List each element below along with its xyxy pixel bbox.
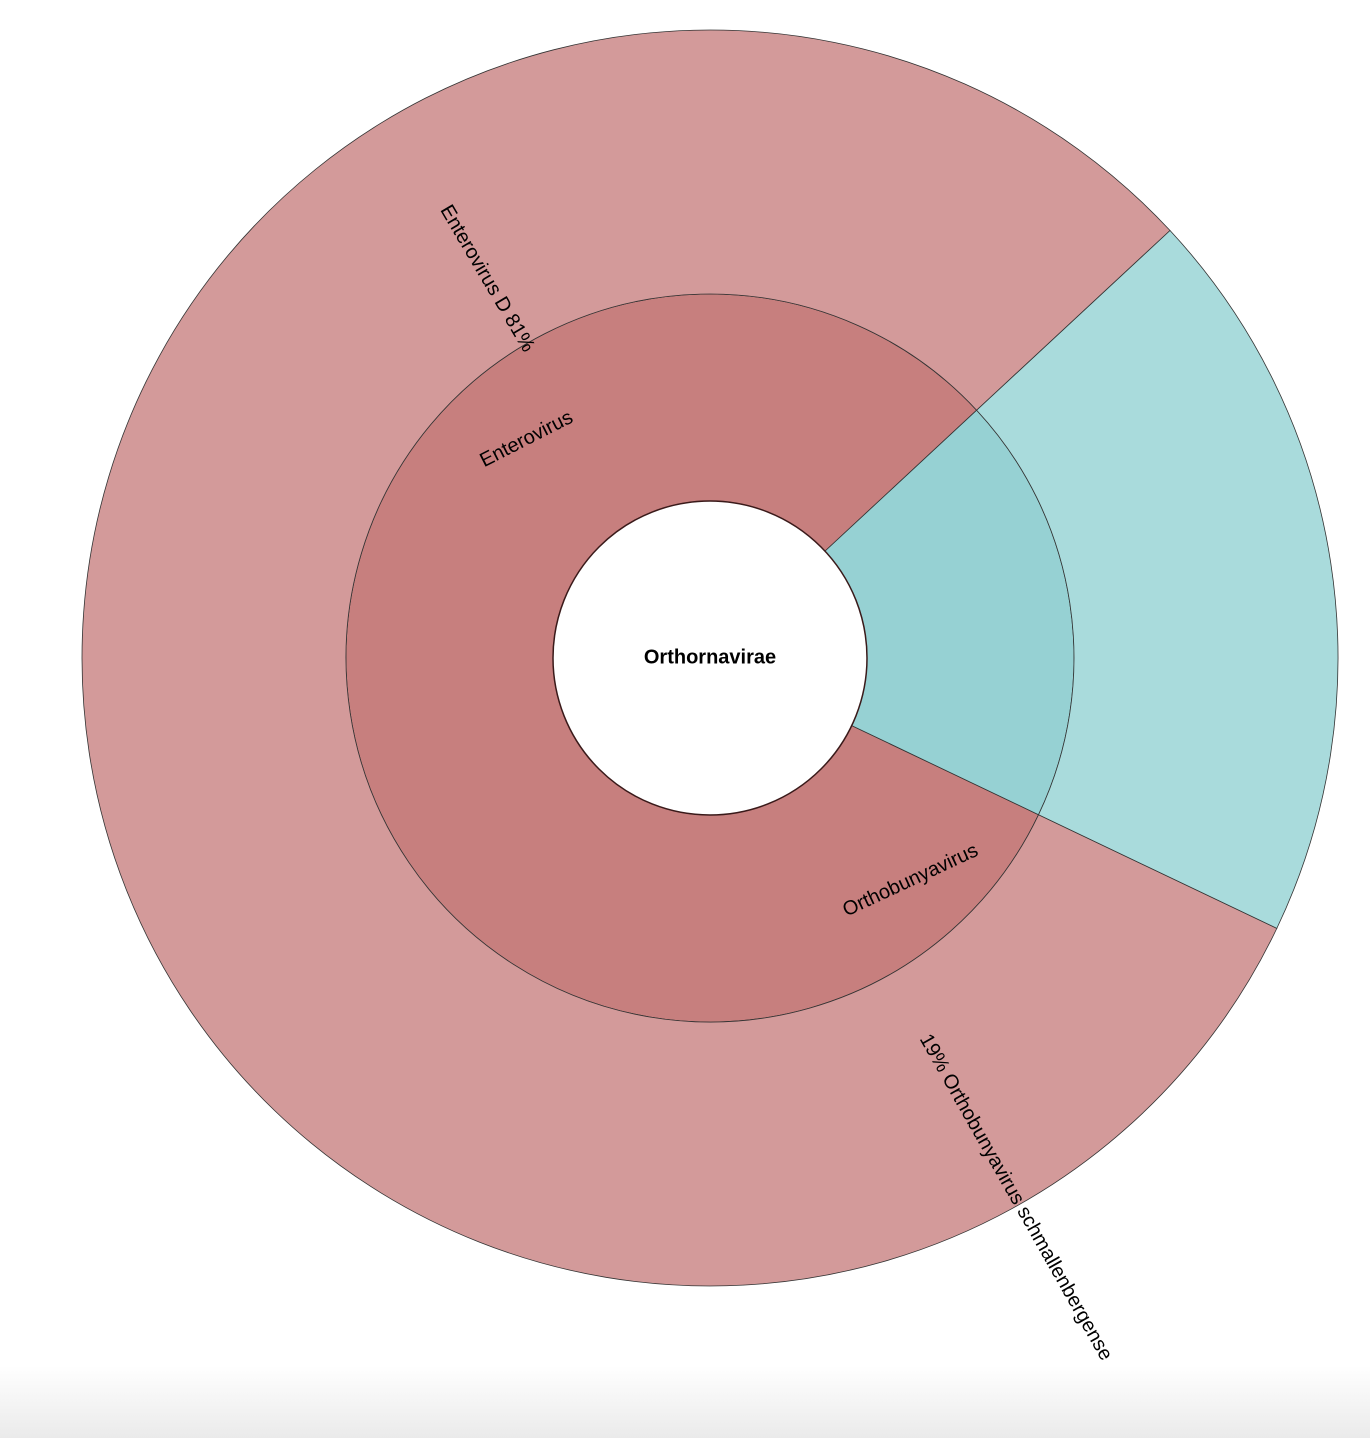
- segment-enterovirus-d[interactable]: [81, 29, 1278, 1287]
- center-label: Orthornavirae: [644, 646, 776, 668]
- segment-orthobunyavirus-schmallenbergense[interactable]: [976, 229, 1339, 929]
- center-node[interactable]: [552, 500, 868, 816]
